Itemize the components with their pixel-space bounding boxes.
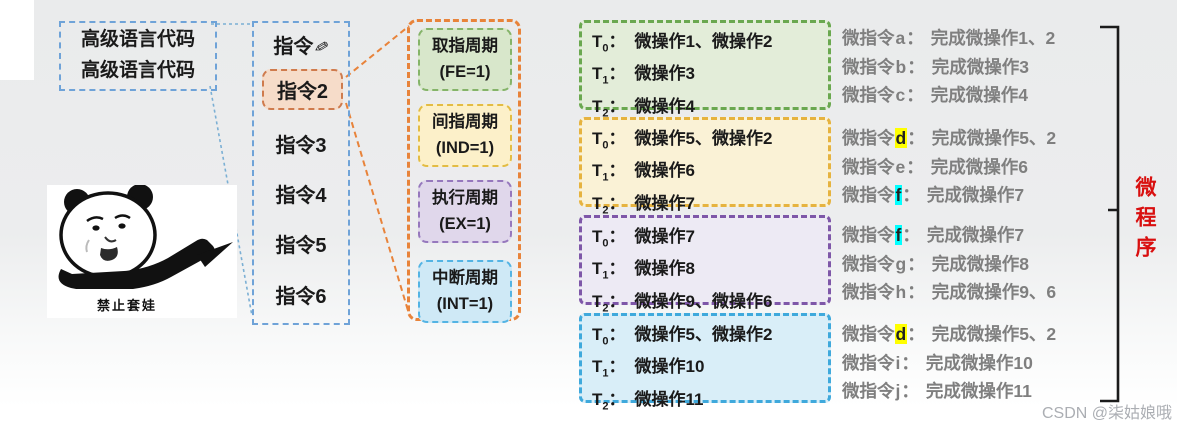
panda-meme: 禁止套娃 — [47, 184, 237, 318]
fetch-tstates-box: T0：微操作1、微操作2 T1：微操作3 T2：微操作4 — [579, 20, 831, 119]
tstate-row: T2：微操作7 — [592, 193, 695, 217]
zoom-line-top — [345, 25, 410, 78]
code-line-2: 高级语言代码 — [80, 60, 195, 81]
code-line-1: 高级语言代码 — [80, 29, 195, 51]
instruction-2-label: 指令2 — [276, 81, 329, 103]
microinstruction-group-interrupt: 微指令d：完成微操作5、2 微指令i：完成微操作10 微指令j：完成微操作11 — [842, 320, 1114, 406]
microinstruction-line: 微指令f：完成微操作7 — [842, 225, 1025, 245]
microinstruction-line: 微指令i：完成微操作10 — [842, 352, 1033, 373]
tstate-row: T0：微操作5、微操作2 — [592, 129, 773, 152]
instruction-1-label: 指令 — [273, 36, 314, 58]
highlighted-letter: d — [894, 324, 908, 344]
instruction-6: 指令6 — [275, 286, 327, 308]
microinstruction-line: 微指令c：完成微操作4 — [842, 85, 1028, 105]
tstate-row: T0：微操作7 — [592, 227, 695, 250]
instruction-5: 指令5 — [275, 235, 327, 257]
instruction-4: 指令4 — [275, 185, 327, 207]
interrupt-tstates-box: T0：微操作5、微操作2 T1：微操作10 T2：微操作11 — [579, 313, 831, 412]
meme-caption: 禁止套娃 — [96, 298, 157, 313]
indirect-cycle-flag: (IND=1) — [435, 138, 495, 157]
microinstruction-line: 微指令f：完成微操作7 — [842, 185, 1025, 205]
execute-cycle-flag: (EX=1) — [439, 214, 491, 233]
instruction-3: 指令3 — [275, 135, 327, 157]
instruction-cycles-container: 取指周期 (FE=1) 间指周期 (IND=1) 执行周期 (EX=1) 中断周… — [407, 19, 521, 324]
csdn-watermark: CSDN @柒姑娘哦 — [1041, 405, 1172, 422]
microinstruction-line: 微指令d：完成微操作5、2 — [842, 128, 1057, 148]
tstate-row: T0：微操作1、微操作2 — [592, 32, 773, 55]
microinstruction-line: 微指令b：完成微操作3 — [842, 56, 1029, 77]
instruction-list: 指令✎ 指令2 指令3 指令4 指令5 指令6 — [252, 21, 350, 325]
microinstruction-line: 微指令j：完成微操作11 — [842, 381, 1032, 401]
indirect-cycle-title: 间指周期 — [432, 113, 498, 131]
highlighted-letter: f — [894, 185, 903, 205]
source-code-box: 高级语言代码 高级语言代码 — [59, 21, 217, 91]
tstate-row: T2：微操作9、微操作6 — [592, 291, 773, 315]
highlighted-letter: d — [894, 128, 908, 148]
tstate-row: T0：微操作5、微操作2 — [592, 325, 773, 348]
indirect-tstates-box: T0：微操作5、微操作2 T1：微操作6 T2：微操作7 — [579, 117, 831, 216]
microinstruction-group-fetch: 微指令a：完成微操作1、2 微指令b：完成微操作3 微指令c：完成微操作4 — [842, 24, 1114, 110]
microprogram-label: 微程序 — [1133, 176, 1156, 266]
instruction-2-selected: 指令2 — [262, 69, 343, 110]
microinstruction-line: 微指令e：完成微操作6 — [842, 156, 1028, 177]
panda-pointing-image — [58, 184, 233, 292]
execute-tstates-box: T0：微操作7 T1：微操作8 T2：微操作9、微操作6 — [579, 215, 831, 314]
interrupt-cycle-flag: (INT=1) — [436, 294, 494, 313]
background-white-corner — [0, 0, 34, 80]
tstate-row: T1：微操作6 — [592, 161, 695, 184]
microinstruction-group-execute: 微指令f：完成微操作7 微指令g：完成微操作8 微指令h：完成微操作9、6 — [842, 221, 1114, 307]
tstate-row: T1：微操作8 — [592, 259, 695, 282]
microinstruction-line: 微指令d：完成微操作5、2 — [842, 324, 1057, 344]
tstate-row: T1：微操作3 — [592, 64, 695, 87]
microinstruction-line: 微指令g：完成微操作8 — [842, 253, 1029, 274]
microinstruction-group-indirect: 微指令d：完成微操作5、2 微指令e：完成微操作6 微指令f：完成微操作7 — [842, 124, 1114, 210]
execute-cycle-title: 执行周期 — [432, 189, 498, 207]
interrupt-cycle-title: 中断周期 — [432, 269, 498, 287]
fetch-cycle-box: 取指周期 (FE=1) — [418, 28, 512, 92]
fetch-cycle-title: 取指周期 — [432, 37, 498, 55]
tstate-row: T1：微操作10 — [592, 357, 705, 380]
zoom-line-bottom — [345, 102, 410, 315]
instruction-1: 指令✎ — [254, 30, 348, 59]
indirect-cycle-box: 间指周期 (IND=1) — [418, 104, 512, 168]
tstate-row: T2：微操作11 — [592, 389, 704, 413]
tstate-row: T2：微操作4 — [592, 96, 695, 120]
fetch-cycle-flag: (FE=1) — [439, 62, 491, 81]
microinstruction-line: 微指令a：完成微操作1、2 — [842, 28, 1056, 48]
interrupt-cycle-box: 中断周期 (INT=1) — [418, 260, 512, 324]
microinstruction-line: 微指令h：完成微操作9、6 — [842, 282, 1057, 302]
execute-cycle-box: 执行周期 (EX=1) — [418, 180, 512, 244]
highlighted-letter: f — [894, 225, 903, 245]
pencil-icon: ✎ — [312, 36, 331, 59]
